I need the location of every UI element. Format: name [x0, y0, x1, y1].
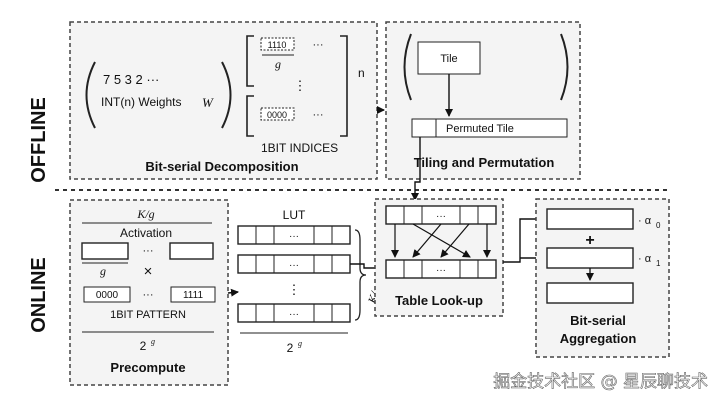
agg-alpha0: · α: [638, 215, 652, 227]
bitmatrix-bracket-top-left: [246, 35, 254, 87]
arrow-lookup-to-agg-top: [503, 215, 545, 263]
tile-paren-left: [403, 33, 412, 101]
pattern-box-right: [170, 286, 216, 303]
offline-label: OFFLINE: [28, 97, 50, 183]
bits-bottom: 0000: [267, 110, 287, 120]
permuted-tile-box: [411, 118, 568, 138]
precompute-panel: K/g Activation ··· g × 0000 ··· 1111 1BI…: [69, 199, 229, 386]
pattern-ellipsis: ···: [143, 289, 154, 301]
watermark: 掘金技术社区 @ 星辰聊技术: [493, 372, 708, 392]
bitmatrix-bracket-right: [340, 35, 348, 137]
lut-row-1: [237, 225, 351, 245]
pattern-box-left: [83, 286, 131, 303]
bits-top-ellipsis: ···: [313, 39, 324, 51]
n-label: n: [358, 66, 365, 80]
weights-label: INT(n) Weights: [101, 95, 181, 109]
lut-two-g-exp: g: [298, 339, 302, 348]
lookup-title: Table Look-up: [395, 293, 483, 308]
precompute-title: Precompute: [110, 360, 185, 375]
times-symbol: ×: [144, 263, 153, 280]
decomposition-panel: 7 5 3 2 ··· INT(n) Weights W 1110 ··· g …: [69, 21, 378, 180]
arrow-permuted-to-lookup: [411, 137, 421, 201]
agg-title-line1: Bit-serial: [570, 313, 626, 328]
precompute-two-g: 2: [140, 339, 147, 353]
bitmatrix-bracket-bottom-left: [246, 95, 254, 137]
lookup-crossing-arrows: [391, 223, 491, 258]
lut-vertical-ellipsis: ⋮: [288, 282, 301, 297]
arrow-lut-to-lookup: [350, 263, 385, 272]
activation-label: Activation: [120, 226, 172, 240]
lut-row-2-ellipsis: ···: [289, 260, 299, 271]
agg-box-middle: [546, 247, 634, 269]
activation-box-right: [169, 242, 214, 260]
indices-label: 1BIT INDICES: [261, 141, 338, 155]
arrow-precompute-to-lut: [227, 288, 239, 297]
agg-plus: +: [585, 232, 594, 249]
bits-box-bottom: [260, 107, 295, 121]
lut-row-3-ellipsis: ···: [289, 309, 299, 320]
tile-box: [417, 41, 481, 75]
lut-kg-brace: [354, 229, 367, 321]
pattern-right: 1111: [183, 290, 203, 301]
decomposition-title: Bit-serial Decomposition: [145, 159, 298, 174]
pattern-left: 0000: [96, 290, 119, 301]
aggregation-panel: · α 0 + · α 1 Bit-serial Aggregation: [535, 198, 670, 358]
tiling-panel: Tile Permuted Tile Tiling and Permutatio…: [385, 21, 581, 180]
activation-ellipsis: ···: [143, 245, 154, 257]
bits-top: 1110: [268, 40, 287, 50]
g-label-top: g: [275, 57, 281, 71]
weights-symbol: W: [202, 95, 214, 110]
pattern-label: 1BIT PATTERN: [110, 309, 186, 321]
weights-values: 7 5 3 2 ···: [103, 72, 159, 87]
agg-alpha1: · α: [638, 253, 652, 265]
precompute-g: g: [100, 264, 106, 278]
bits-bottom-ellipsis: ···: [313, 109, 324, 121]
activation-box-left: [81, 242, 129, 260]
weights-paren-left: [85, 61, 96, 129]
precompute-two-g-exp: g: [151, 337, 155, 346]
weights-paren-right: [221, 61, 232, 129]
agg-box-result: [546, 282, 634, 304]
lut-two-g: 2: [287, 341, 294, 355]
lut-label: LUT: [283, 208, 306, 222]
lookup-row-bottom-ellipsis: ···: [436, 265, 446, 276]
agg-alpha0-sub: 0: [656, 221, 661, 230]
tile-label: Tile: [440, 53, 457, 65]
online-label: ONLINE: [28, 257, 50, 333]
tile-paren-right: [560, 33, 569, 101]
tiling-title: Tiling and Permutation: [414, 155, 555, 170]
permuted-tile-label: Permuted Tile: [446, 123, 514, 135]
table-lookup-panel: ··· ··· Table Look-up: [374, 198, 504, 317]
agg-title-line2: Aggregation: [560, 331, 637, 346]
lut-block: LUT ··· ··· ⋮ ··· K/g 2 g: [237, 208, 384, 355]
lookup-row-bottom: [385, 259, 497, 279]
precompute-kg: K/g: [136, 207, 154, 221]
bits-vertical-ellipsis: ⋮: [294, 78, 307, 93]
lut-row-1-ellipsis: ···: [289, 231, 299, 242]
agg-box-top: [546, 208, 634, 230]
agg-alpha1-sub: 1: [656, 259, 661, 268]
lut-row-3: [237, 303, 351, 323]
lookup-row-top-ellipsis: ···: [436, 211, 446, 222]
bits-box-top: [260, 37, 295, 51]
